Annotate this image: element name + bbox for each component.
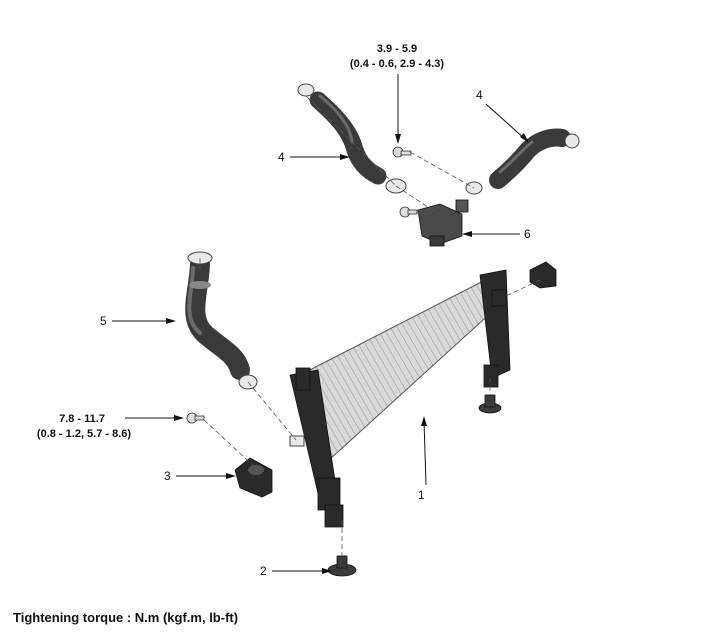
label-insulator: 2 [260,564,267,578]
upper-hose-right [465,128,580,195]
label-hose-right: 4 [476,88,483,102]
radiator-left-bracket-upper [295,367,311,391]
torque-upper-line1: 3.9 - 5.9 [377,43,417,55]
label-water-outlet: 6 [524,227,531,241]
radiator-right-tank [479,269,511,379]
label-bracket: 3 [164,469,171,483]
mounting-bracket-upper-right [529,261,557,289]
bolt-left [186,412,205,424]
leader-lines [112,74,529,574]
label-lower-hose: 5 [100,314,107,328]
label-upper-hose: 4 [278,150,285,164]
radiator-outlet-pipe [289,435,305,447]
radiator-core-face [318,287,498,455]
torque-left-line1: 7.8 - 11.7 [59,413,105,425]
lower-hose-left [185,251,258,390]
torque-left-line2: (0.8 - 1.2, 5.7 - 8.6) [37,428,131,440]
insulator-lower-left [327,555,357,577]
bolt-upper [392,146,412,158]
upper-hose-left [297,83,407,194]
tightening-torque-note: Tightening torque : N.m (kgf.m, lb-ft) [13,610,239,625]
radiator-right-leg [483,364,499,388]
torque-upper-line2: (0.4 - 0.6, 2.9 - 4.3) [350,58,444,70]
radiator-lower-leg [324,504,344,528]
radiator [289,269,511,528]
assembly-lines [199,95,541,556]
bolt-middle [399,206,418,218]
water-outlet-fitting [417,199,469,247]
radiator-right-bracket [491,289,507,307]
insulator-lower-right [478,394,502,414]
mounting-bracket [234,457,273,498]
label-radiator: 1 [418,488,425,502]
